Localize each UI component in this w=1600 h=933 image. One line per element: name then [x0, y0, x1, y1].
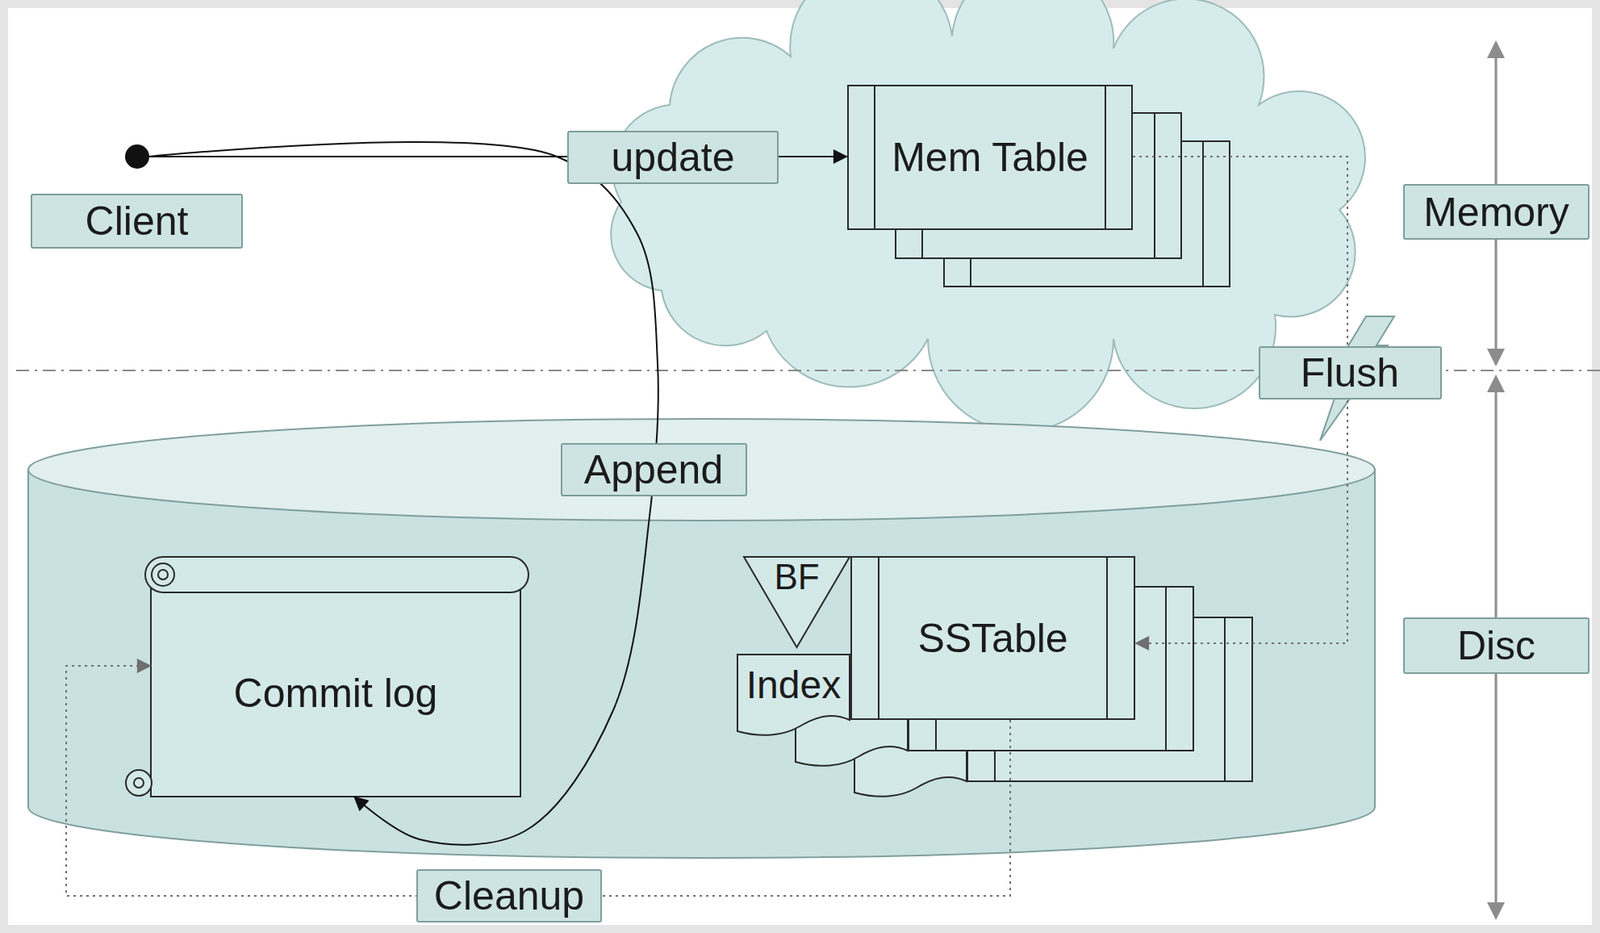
node-label: Mem Table: [891, 133, 1089, 182]
bloom-filter-triangle: BF: [743, 555, 851, 648]
scroll-curl: [158, 569, 168, 580]
commit-log-scroll: Commit log: [150, 589, 521, 797]
node-label: SSTable: [917, 614, 1068, 663]
table-strip: [873, 86, 876, 229]
scroll-curl: [125, 769, 152, 796]
memtable-box: Mem Table: [847, 84, 1133, 230]
edge-label: Cleanup: [416, 868, 602, 923]
memory-cloud: [610, 0, 1366, 432]
axis-head: [1487, 40, 1505, 59]
axis-head: [1487, 374, 1505, 393]
node-label: Disc: [1457, 621, 1536, 670]
edge-label: Append: [560, 442, 748, 497]
dotted-connector: [1132, 156, 1348, 644]
node-label: BF: [743, 559, 851, 595]
axis-head: [1487, 902, 1505, 920]
node-label: Index: [736, 661, 851, 709]
table-strip: [1224, 617, 1226, 782]
client-node: Client: [30, 142, 243, 249]
triangle-shape: [743, 556, 850, 648]
axis-head: [1487, 348, 1505, 367]
node-label: Client: [30, 193, 243, 249]
sstable-box: SSTable: [850, 555, 1136, 720]
scroll-curl: [133, 777, 144, 788]
document-shape: [737, 654, 850, 736]
table-strip: [877, 557, 880, 719]
table-strip: [1153, 112, 1156, 259]
node-label: Commit log: [233, 668, 439, 718]
scroll-curl: [151, 563, 175, 586]
table-strip: [1104, 86, 1107, 229]
memory-tag: Memory: [1403, 183, 1590, 240]
disc-cylinder: [28, 469, 1375, 858]
start-dot: [125, 144, 150, 169]
scroll-roll: [145, 556, 529, 593]
axis-arrow: [1487, 40, 1505, 920]
table-strip: [1202, 141, 1204, 287]
cylinder-top: [28, 418, 1375, 521]
table-strip: [1165, 586, 1167, 751]
commit-log-scroll-art: [125, 556, 529, 797]
disc-tag: Disc: [1403, 617, 1590, 674]
table-strip: [1106, 557, 1108, 719]
index-box: Index: [736, 653, 851, 739]
edge-label: Flush: [1258, 346, 1442, 400]
edge-label: update: [567, 130, 779, 184]
scroll-body: [150, 574, 521, 797]
node-label: Memory: [1423, 187, 1570, 237]
